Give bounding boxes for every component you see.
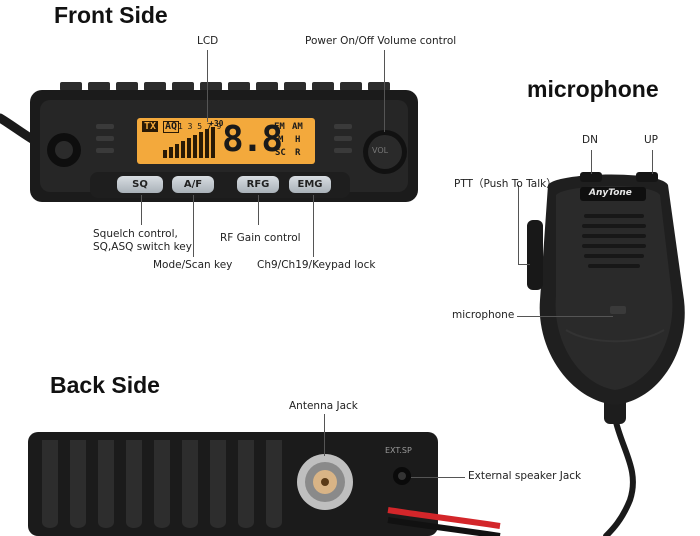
up-callout-line [652, 150, 653, 174]
antenna-jack-label: Antenna Jack [289, 400, 358, 412]
lcd-scale: 1 3 5 7 9 [178, 122, 222, 131]
ptt-callout-line [518, 185, 519, 265]
dn-callout-line [591, 150, 592, 174]
squelch-callout-line [141, 195, 142, 225]
up-button-label: UP [644, 134, 659, 146]
ch9-callout-line [313, 195, 314, 257]
rfg-button[interactable]: RFG [237, 176, 279, 193]
anytone-brand: AnyTone [589, 188, 632, 198]
front-side-heading: Front Side [54, 2, 168, 28]
emg-button[interactable]: EMG [289, 176, 331, 193]
ext-sp-marking: EXT.SP [385, 446, 412, 455]
squelch-label-line2: SQ,ASQ switch key [93, 241, 192, 253]
external-speaker-jack-label: External speaker Jack [468, 470, 582, 482]
lcd-h: H [295, 135, 301, 145]
back-side-heading: Back Side [50, 372, 160, 398]
sq-button[interactable]: SQ [117, 176, 163, 193]
lcd-sc: SC [275, 148, 286, 158]
mode-scan-label: Mode/Scan key [153, 259, 233, 271]
speaker-callout-line [411, 477, 465, 478]
lcd-channel-digits: 8.8 [222, 119, 283, 160]
lcd-fm: FM [274, 122, 285, 132]
lcd-tx-indicator: TX [142, 121, 159, 132]
lcd-r: R [295, 148, 301, 158]
ptt-callout-line-h [518, 264, 530, 265]
lcd-callout-line [207, 50, 208, 122]
squelch-label-line1: Squelch control, [93, 228, 178, 240]
volume-knob[interactable]: VOL [372, 146, 389, 155]
ch9-ch19-keypad-lock-label: Ch9/Ch19/Keypad lock [257, 259, 376, 271]
microphone-label: microphone [452, 309, 515, 321]
lcd-am: AM [292, 122, 303, 132]
lcd-m: M [278, 135, 284, 145]
mode-scan-callout-line [193, 195, 194, 257]
dn-button-label: DN [582, 134, 598, 146]
af-button[interactable]: A/F [172, 176, 214, 193]
lcd-aq-indicator: AQ [163, 121, 180, 133]
mic-callout-line [517, 316, 613, 317]
lcd-label: LCD [197, 35, 219, 47]
antenna-callout-line [324, 414, 325, 456]
microphone-heading: microphone [527, 76, 659, 102]
rf-gain-callout-line [258, 195, 259, 225]
power-volume-label: Power On/Off Volume control [305, 35, 457, 47]
rf-gain-label: RF Gain control [220, 232, 301, 244]
ptt-label: PTT（Push To Talk） [454, 178, 557, 190]
lcd-plus30: +30 [209, 119, 224, 128]
power-callout-line [384, 50, 385, 132]
